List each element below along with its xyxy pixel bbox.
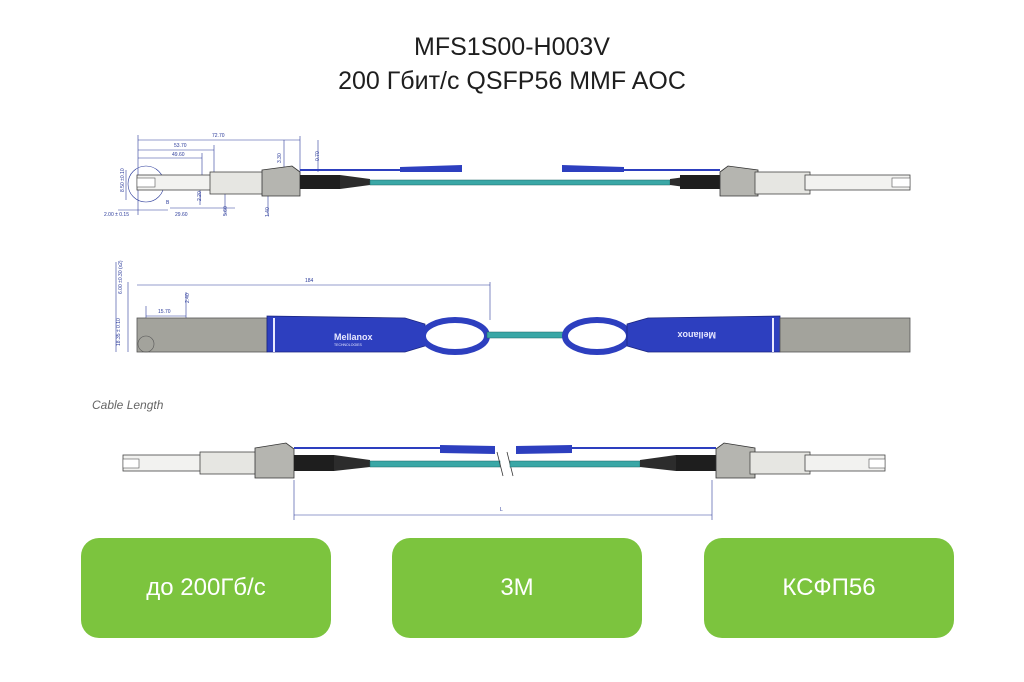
svg-text:0.70: 0.70 — [315, 151, 321, 161]
svg-text:72.70: 72.70 — [212, 133, 225, 139]
cable-length-drawing: L — [122, 442, 886, 520]
feature-speed-badge: до 200Гб/с — [81, 538, 331, 638]
svg-text:53.70: 53.70 — [174, 143, 187, 149]
left-brand-sub-text: TECHNOLOGIES — [334, 343, 362, 347]
svg-text:6.00 ±0.30 (x2): 6.00 ±0.30 (x2) — [118, 260, 124, 294]
product-description-title: 200 Гбит/с QSFP56 MMF AOC — [338, 67, 686, 95]
side-view-drawing: 184 6.00 ±0.30 (x2) 15.70 2.40 18.35 ± 0… — [115, 260, 911, 355]
svg-text:B: B — [166, 200, 170, 206]
length-dimension-label: L — [500, 507, 503, 513]
svg-text:184: 184 — [305, 278, 314, 284]
svg-text:8.50 ±0.10: 8.50 ±0.10 — [120, 168, 126, 192]
svg-text:2.40: 2.40 — [185, 293, 191, 303]
svg-text:2.20: 2.20 — [197, 191, 203, 201]
svg-text:29.60: 29.60 — [175, 212, 188, 218]
feature-length-badge: 3M — [392, 538, 642, 638]
svg-text:3.30: 3.30 — [277, 153, 283, 163]
top-view-drawing: 72.70 53.70 49.60 3.30 0.70 8.50 ±0.10 2… — [104, 133, 911, 218]
right-brand-logo-text: Mellanox — [677, 330, 716, 340]
svg-text:2.00 ± 0.15: 2.00 ± 0.15 — [104, 212, 129, 218]
svg-text:15.70: 15.70 — [158, 309, 171, 315]
svg-text:5.60: 5.60 — [223, 206, 229, 216]
product-model-title: MFS1S00-H003V — [414, 33, 610, 61]
svg-text:18.35 ± 0.10: 18.35 ± 0.10 — [116, 318, 122, 346]
left-brand-logo-text: Mellanox — [334, 332, 373, 342]
feature-form-factor-badge: КСФП56 — [704, 538, 954, 638]
technical-drawing: 72.70 53.70 49.60 3.30 0.70 8.50 ±0.10 2… — [104, 133, 911, 520]
svg-text:1.40: 1.40 — [265, 207, 271, 217]
cable-length-caption: Cable Length — [92, 398, 164, 412]
svg-text:49.60: 49.60 — [172, 152, 185, 158]
